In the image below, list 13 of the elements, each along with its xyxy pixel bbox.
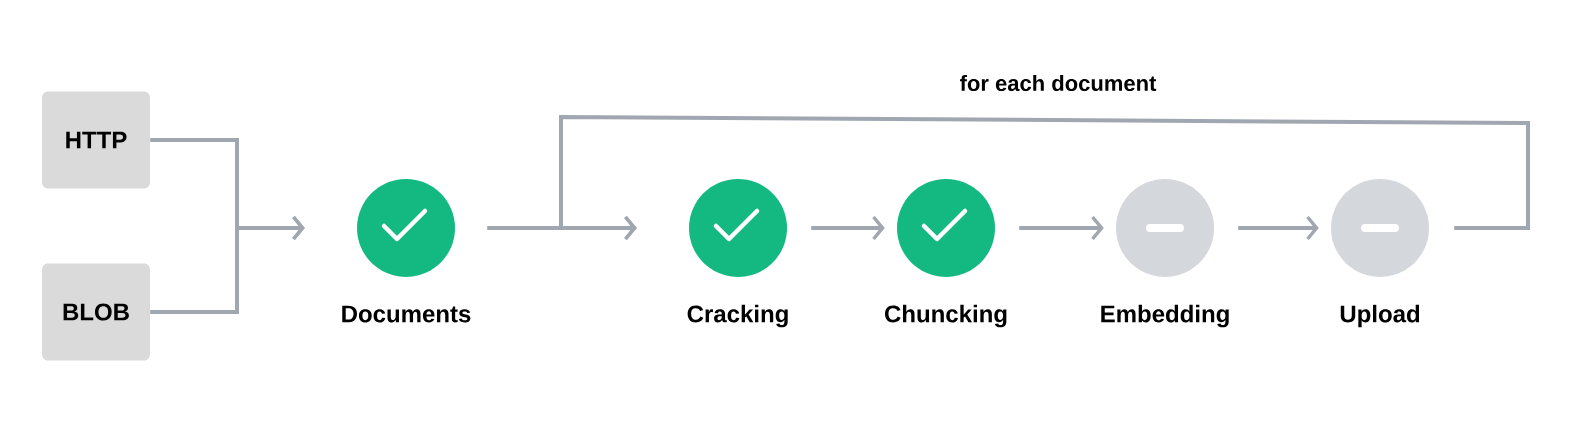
arrow: [150, 215, 305, 314]
arrow: [559, 115, 1530, 241]
step-label: Cracking: [687, 304, 788, 328]
step-label: Embedding: [1101, 304, 1229, 328]
source-box: HTTP: [42, 91, 150, 189]
arrow: [1238, 215, 1319, 241]
source-box: BLOB: [42, 263, 150, 361]
step-label: Chuncking: [885, 304, 1007, 328]
arrow: [1019, 215, 1104, 241]
edge-label: for each document: [960, 74, 1157, 92]
step-label: Documents: [342, 305, 471, 323]
arrow: [811, 215, 885, 241]
step-label: Upload: [1340, 304, 1420, 328]
